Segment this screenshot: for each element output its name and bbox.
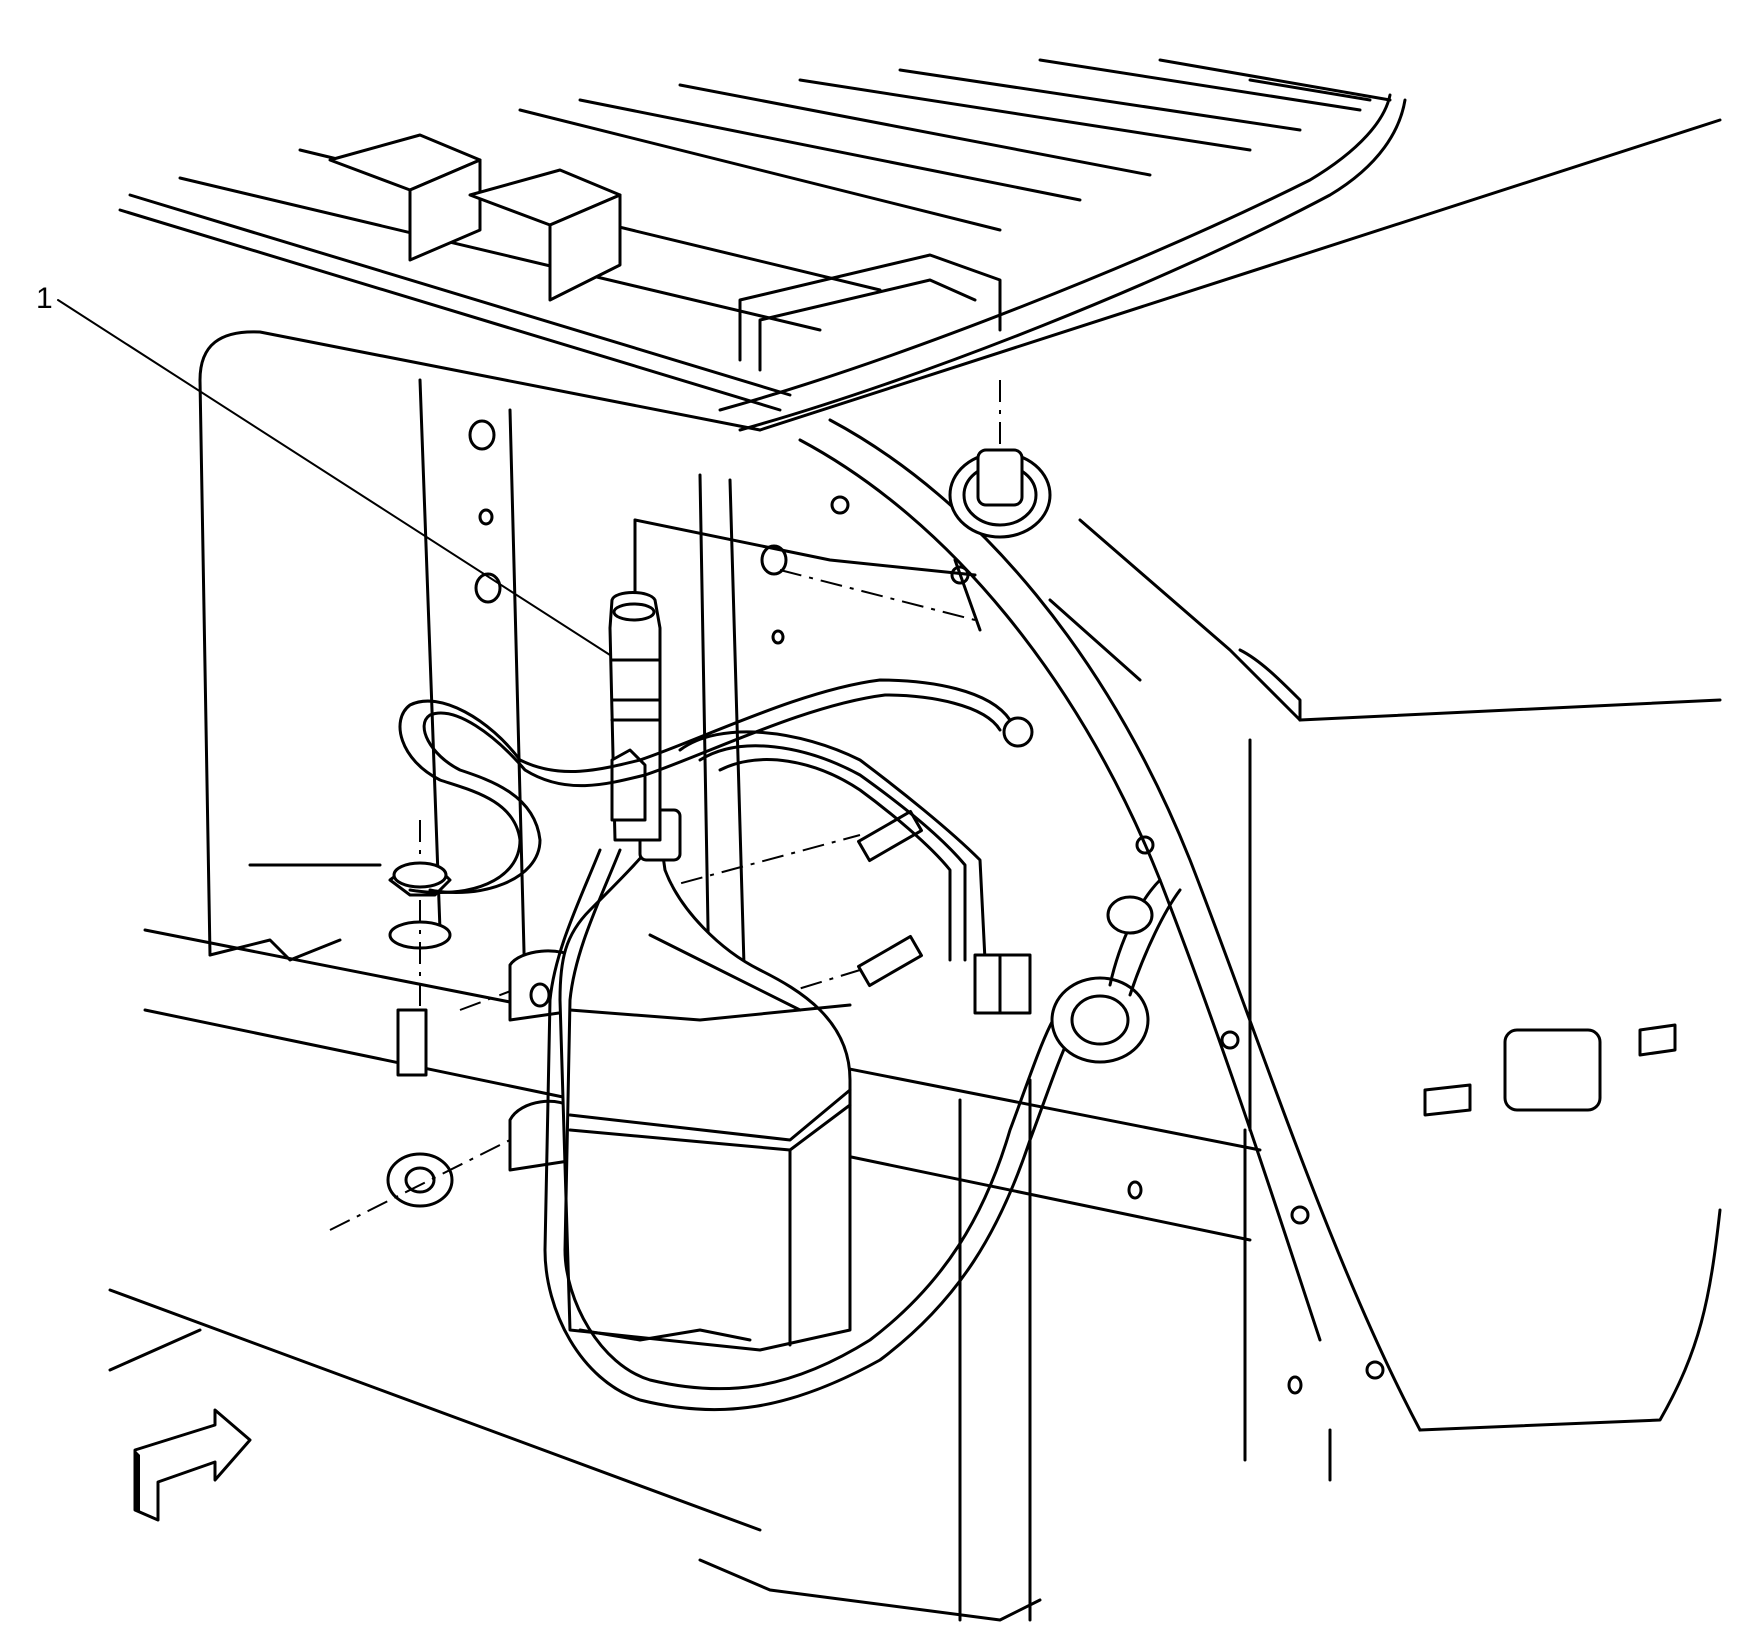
callout-number-1: 1 <box>36 282 53 315</box>
sensor-stem <box>608 591 662 842</box>
upper-tie-bar <box>118 58 1722 432</box>
front-view-arrow <box>133 1408 252 1522</box>
wiring-harness <box>398 678 1182 1412</box>
fender-panel <box>798 380 1722 1482</box>
callout-1-leader <box>57 299 611 656</box>
fasteners <box>329 809 923 1231</box>
module-body <box>558 808 852 1352</box>
mounting-bracket <box>633 518 982 632</box>
